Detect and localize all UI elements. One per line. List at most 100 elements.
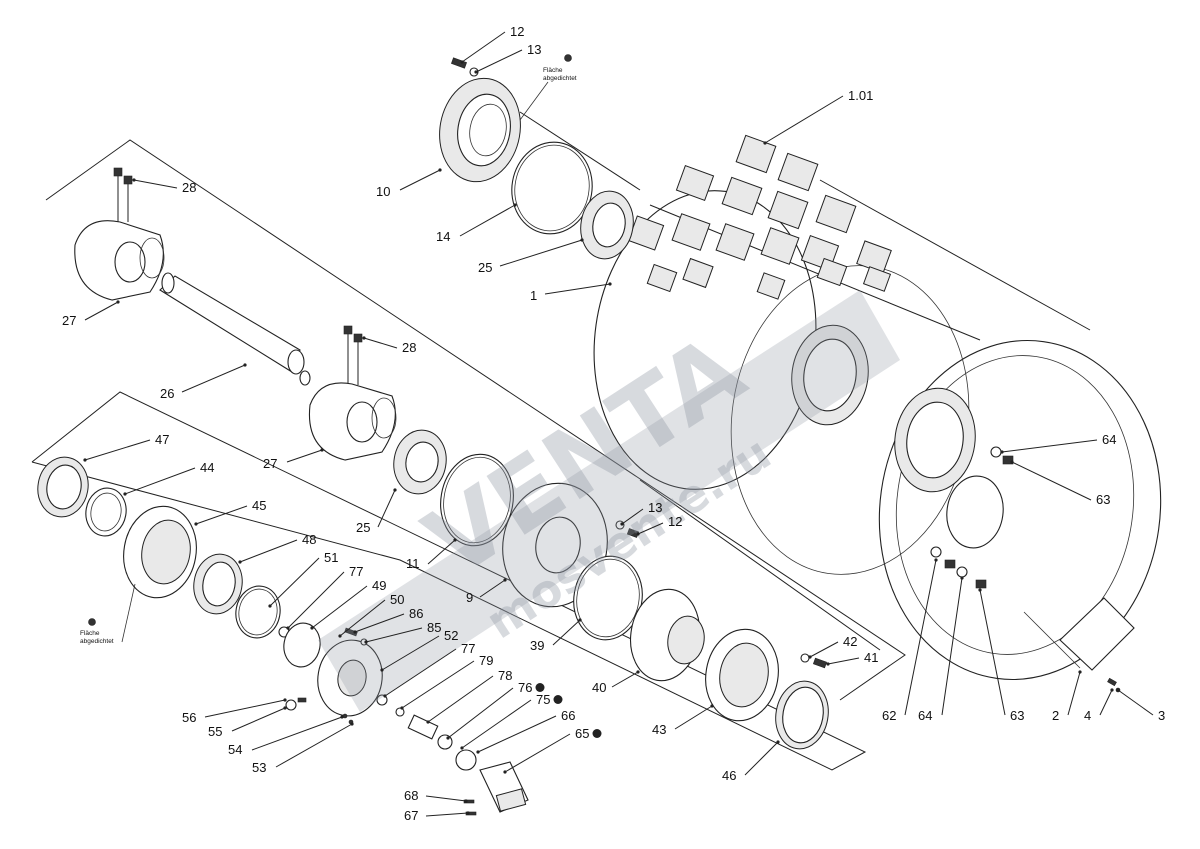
part-number-label: 54: [228, 742, 242, 757]
leader-arrow: [453, 538, 457, 542]
cover-plate-2: [1023, 597, 1135, 671]
leader-line: [447, 687, 514, 739]
leader-line: [744, 741, 779, 776]
leader-line: [381, 635, 440, 671]
coupling-75-76: [437, 734, 477, 771]
leader-arrow: [808, 655, 812, 659]
callout-p77a: 77: [286, 564, 363, 630]
callout-p25a: 25: [478, 238, 584, 275]
bolts-28-right: [343, 325, 363, 385]
callout-p9: 9: [466, 578, 507, 605]
disc-77-49: [278, 622, 321, 668]
callout-p27b: 27: [263, 448, 324, 471]
leader-arrow: [243, 363, 247, 367]
part-number-label: 62: [882, 708, 896, 723]
note-left-line2: abgedichtet: [80, 638, 114, 645]
part-number-label: 46: [722, 768, 736, 783]
bolt-12-upper: [451, 57, 467, 69]
part-number-label: 28: [182, 180, 196, 195]
leader-line: [1117, 689, 1154, 716]
part-number-label: 27: [62, 313, 76, 328]
callout-p28a: 28: [132, 178, 196, 195]
leader-line: [339, 599, 386, 637]
leader-line: [204, 699, 286, 718]
part-number-label: 55: [208, 724, 222, 739]
leader-line: [809, 641, 839, 658]
leader-line: [764, 95, 844, 144]
part-number-label: 50: [390, 592, 404, 607]
callout-p39: 39: [530, 618, 582, 653]
leader-line: [611, 671, 639, 688]
callout-p25b: 25: [356, 488, 397, 535]
part-number-label: 66: [561, 708, 575, 723]
part-number-label: 1: [530, 288, 537, 303]
leader-arrow: [393, 488, 397, 492]
leader-line: [427, 539, 456, 565]
leader-arrow: [826, 662, 830, 666]
part-number-label: 42: [843, 634, 857, 649]
part-number-label: 4: [1084, 708, 1091, 723]
callout-p50: 50: [338, 592, 404, 638]
callout-p41: 41: [826, 650, 878, 666]
part-number-label: 12: [668, 514, 682, 529]
part-number-label: 1.01: [848, 88, 873, 103]
callout-p13a: 13: [474, 42, 541, 74]
bolts-12-13-mid: [615, 520, 640, 538]
part-number-label: 10: [376, 184, 390, 199]
callout-p85: 85: [364, 620, 441, 644]
part-number-label: 79: [479, 653, 493, 668]
part-number-label: 44: [200, 460, 214, 475]
hub-27-left: [74, 220, 165, 301]
leader-arrow: [1000, 450, 1004, 454]
leader-arrow: [283, 706, 287, 710]
callout-p53: 53: [252, 722, 354, 775]
leader-arrow: [338, 634, 342, 638]
note-badge-icon: [553, 695, 563, 704]
part-number-label: 78: [498, 668, 512, 683]
part-number-label: 26: [160, 386, 174, 401]
callout-p43: 43: [652, 704, 714, 737]
leader-arrow: [268, 604, 272, 608]
part-number-label: 56: [182, 710, 196, 725]
shaft-26: [159, 272, 311, 386]
part-number-label: 40: [592, 680, 606, 695]
leader-line: [427, 675, 494, 723]
screws-55-56: [285, 697, 307, 711]
part-number-label: 28: [402, 340, 416, 355]
part-number-label: 25: [478, 260, 492, 275]
leader-arrow: [340, 715, 344, 719]
ring-44: [85, 487, 127, 537]
leader-line: [459, 204, 516, 237]
part-number-label: 64: [918, 708, 932, 723]
callout-p77b: 77: [383, 641, 475, 698]
bearing-48: [193, 553, 243, 615]
callout-p86: 86: [353, 606, 423, 634]
leader-arrow: [1110, 688, 1114, 692]
assembly-frame-upper: [45, 139, 906, 701]
part-number-label: 27: [263, 456, 277, 471]
part-number-label: 77: [461, 641, 475, 656]
assembly-frame-top: [519, 111, 641, 191]
leader-arrow: [1116, 688, 1120, 692]
callout-p3: 3: [1116, 688, 1165, 723]
callout-p79: 79: [400, 653, 493, 710]
leader-arrow: [383, 694, 387, 698]
leader-arrow: [710, 704, 714, 708]
callout-p63a: 63: [1010, 460, 1110, 507]
note-badge-icon: [592, 729, 602, 738]
part-number-label: 53: [252, 760, 266, 775]
part-number-label: 39: [530, 638, 544, 653]
flange-43: [705, 628, 779, 722]
leader-line: [365, 627, 423, 643]
motor-65: [479, 761, 529, 813]
part-number-label: 45: [252, 498, 266, 513]
leader-arrow: [474, 70, 478, 74]
callout-p51: 51: [268, 550, 338, 608]
leader-line: [231, 707, 286, 732]
part-number-label: 13: [648, 500, 662, 515]
leader-arrow: [636, 532, 640, 536]
leader-line: [461, 31, 506, 63]
leader-line: [275, 723, 353, 768]
callout-p46: 46: [722, 740, 780, 783]
leader-line: [674, 705, 713, 730]
